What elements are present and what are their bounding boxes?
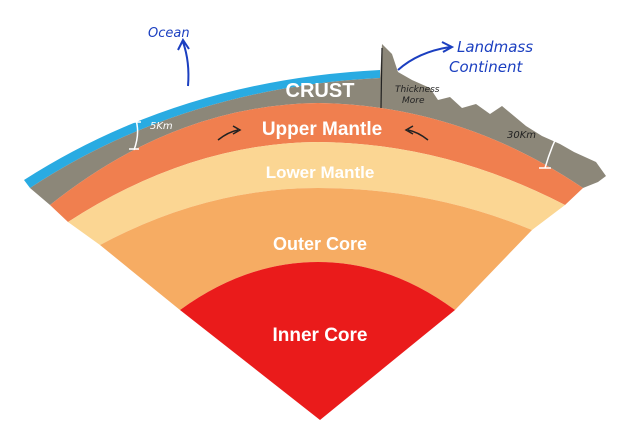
right-thickness-mark: [539, 125, 568, 169]
outer-core-layer: [100, 188, 532, 310]
lower-mantle-label: Lower Mantle: [266, 163, 375, 182]
landmass-annotation: Landmass: [457, 38, 533, 56]
outer-core-label: Outer Core: [273, 234, 367, 254]
right-thickness-label: 30Km: [507, 130, 536, 141]
ocean-arrow: [177, 38, 190, 87]
thickness-divider: [380, 47, 383, 109]
upper-mantle-left-arrow: [217, 125, 242, 141]
lower-mantle-layer: [68, 142, 565, 245]
crust-layer: [30, 44, 606, 205]
thickness-annotation: Thickness: [395, 85, 440, 95]
crust-label: CRUST: [286, 80, 355, 102]
left-thickness-mark: [129, 119, 141, 151]
continent-annotation: Continent: [449, 58, 523, 76]
landmass-arrow: [397, 41, 455, 71]
left-thickness-label: 5Km: [150, 121, 173, 132]
upper-mantle-label: Upper Mantle: [262, 119, 382, 140]
thickness-more-annotation: More: [402, 96, 425, 106]
ocean-annotation: Ocean: [148, 26, 190, 41]
inner-core-layer: [180, 262, 455, 420]
inner-core-label: Inner Core: [272, 325, 367, 346]
upper-mantle-right-arrow: [404, 125, 429, 141]
upper-mantle-layer: [50, 103, 583, 222]
